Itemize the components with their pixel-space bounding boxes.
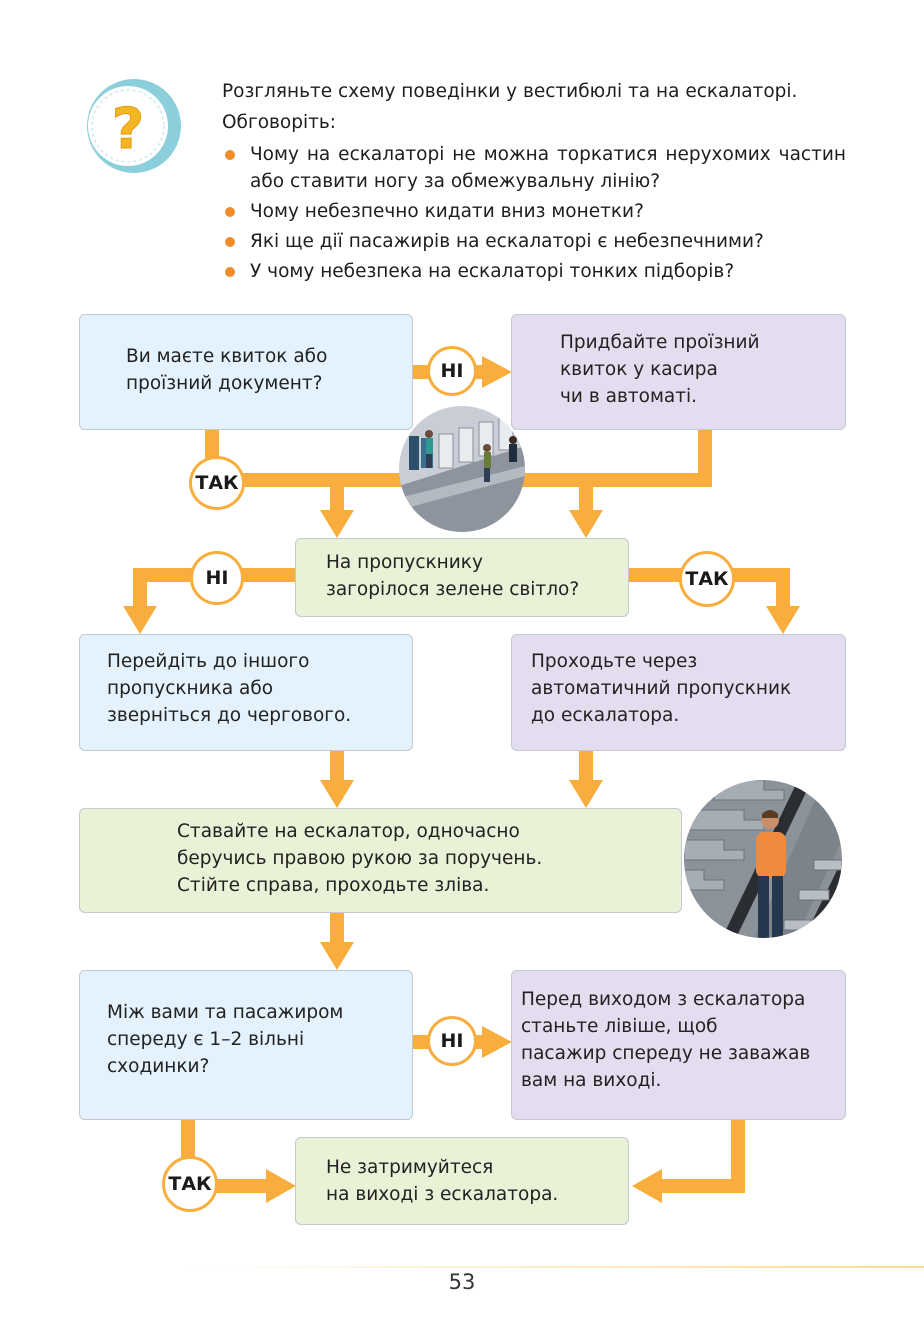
question-item: Чому небезпечно кидати вниз монетки? <box>222 198 846 225</box>
question-item: Які ще дії пасажирів на ескалаторі є неб… <box>222 228 846 255</box>
no-badge: НІ <box>427 346 477 396</box>
question-item: У чому небезпека на ескалаторі тонких пі… <box>222 258 846 285</box>
yes-badge: ТАК <box>189 456 245 510</box>
pass-gate-box: Проходьте через автоматичний пропускник … <box>511 634 846 751</box>
no-badge: НІ <box>190 551 244 605</box>
no-badge: НІ <box>427 1016 477 1066</box>
question-item: Чому на ескалаторі не можна торкатися не… <box>222 141 846 195</box>
yes-badge: ТАК <box>679 551 735 607</box>
other-gate-box: Перейдіть до іншого пропускника або звер… <box>79 634 413 751</box>
escalator-box: Ставайте на ескалатор, одночасно беручис… <box>79 808 682 913</box>
ticket-question-box: Ви маєте квиток або проїзний документ? <box>79 314 413 430</box>
intro-prompt: Обговоріть: <box>222 112 337 133</box>
turnstile-illustration <box>399 406 525 532</box>
footer-line <box>180 1266 924 1268</box>
intro-lead: Розгляньте схему поведінки у вестибюлі т… <box>222 81 798 102</box>
yes-badge: ТАК <box>162 1156 218 1212</box>
question-icon: ? <box>87 79 181 173</box>
escalator-illustration <box>684 780 842 938</box>
question-glyph: ? <box>112 97 144 162</box>
green-light-question-box: На пропускнику загорілося зелене світло? <box>295 538 629 617</box>
question-list: Чому на ескалаторі не можна торкатися не… <box>222 141 846 285</box>
intro-block: Розгляньте схему поведінки у вестибюлі т… <box>222 76 846 285</box>
page-number: 53 <box>448 1270 476 1294</box>
step-left-box: Перед виходом з ескалатора станьте лівіш… <box>511 970 846 1120</box>
no-delay-box: Не затримуйтеся на виході з ескалатора. <box>295 1137 629 1225</box>
arrow-back <box>660 1120 745 1193</box>
steps-question-box: Між вами та пасажиром спереду є 1–2 віль… <box>79 970 413 1120</box>
buy-ticket-box: Придбайте проїзний квиток у касира чи в … <box>511 314 846 430</box>
